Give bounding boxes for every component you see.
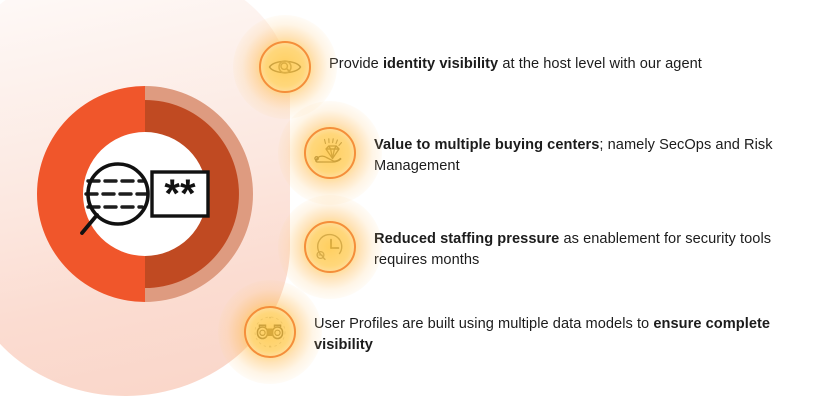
bullet-bold: identity visibility xyxy=(382,56,499,72)
bullet-row: Provide identity visibility at the host … xyxy=(233,15,749,119)
binoculars-icon-badge xyxy=(218,280,322,384)
bullet-tail: ; namely SecOps and Risk Management xyxy=(374,137,773,174)
bullet-tail: as enablement for security tools require… xyxy=(374,231,772,268)
bullet-bold: ensure complete visibility xyxy=(314,316,771,353)
bullet-row: Value to multiple buying centers; namely… xyxy=(278,101,804,205)
donut-hub xyxy=(83,132,207,256)
bullet-bold: Reduced staffing pressure xyxy=(374,231,560,247)
clock-magnifier-icon-badge xyxy=(278,195,382,299)
bullet-lead: User Profiles are built using multiple d… xyxy=(314,316,654,332)
bullet-text: Reduced staffing pressure as enablement … xyxy=(374,221,814,270)
bullet-bold: Value to multiple buying centers xyxy=(374,137,600,153)
hand-holding-diamond-icon-badge xyxy=(278,101,382,205)
bullet-row: User Profiles are built using multiple d… xyxy=(218,280,814,384)
hand-holding-diamond-icon xyxy=(314,138,342,163)
bullet-row: Reduced staffing pressure as enablement … xyxy=(278,195,814,299)
binoculars-icon xyxy=(254,316,286,348)
bullet-text: Provide identity visibility at the host … xyxy=(329,41,749,75)
bullet-lead: Provide xyxy=(329,56,383,72)
clock-magnifier-icon xyxy=(316,233,343,261)
eye-magnifier-icon-badge xyxy=(233,15,337,119)
bullet-tail: at the host level with our agent xyxy=(498,56,702,72)
bullet-text: User Profiles are built using multiple d… xyxy=(314,306,814,355)
donut-chart xyxy=(37,86,253,302)
donut-outer-ring-right xyxy=(145,86,253,302)
eye-magnifier-icon xyxy=(268,60,302,74)
bullet-text: Value to multiple buying centers; namely… xyxy=(374,127,804,176)
